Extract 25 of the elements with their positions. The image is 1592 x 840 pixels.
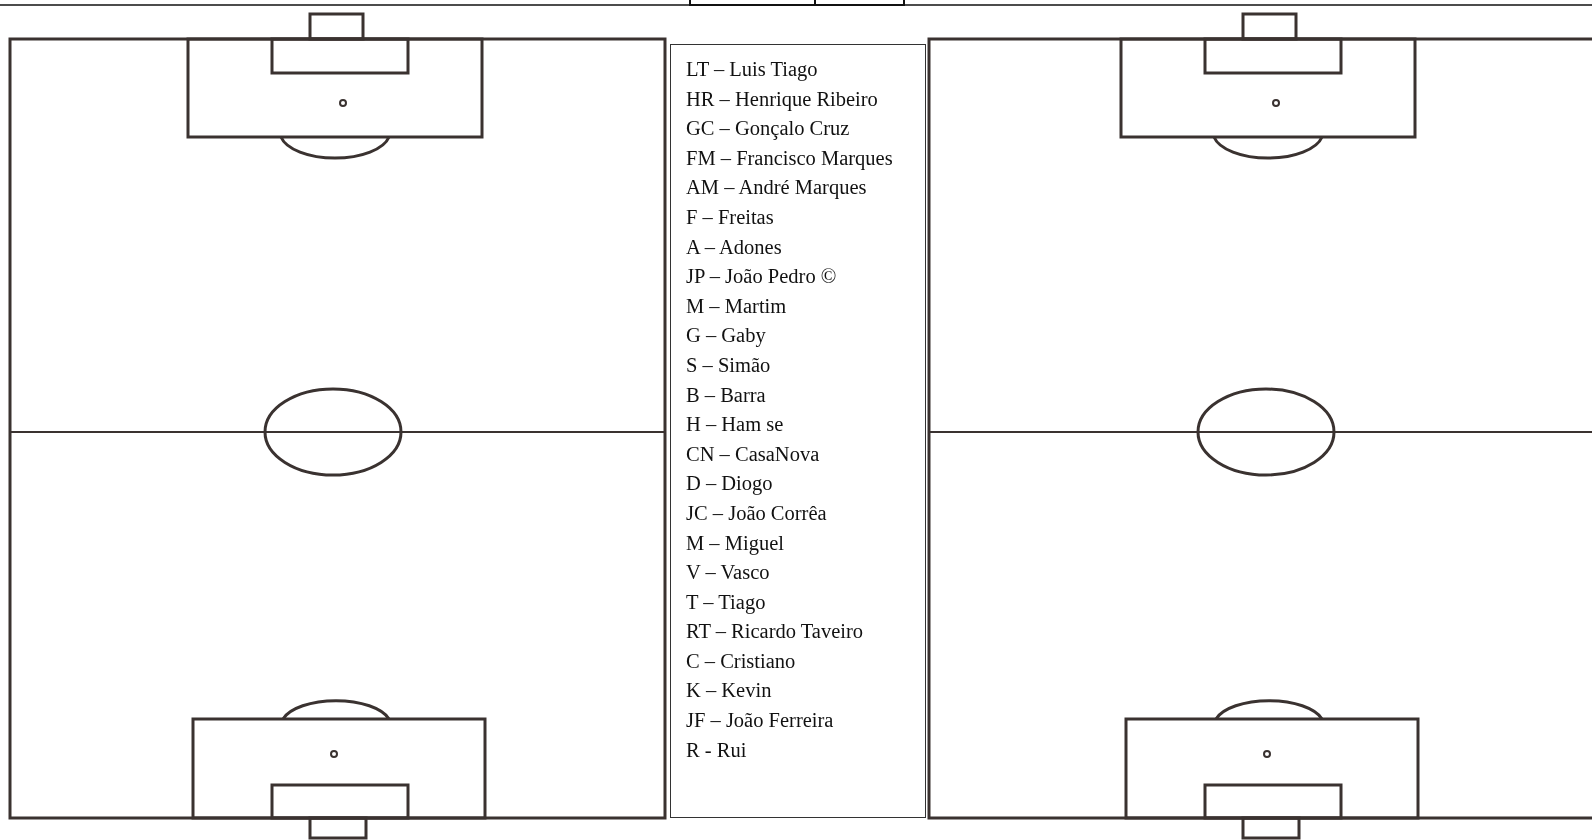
player-key-entry: T – Tiago	[686, 589, 767, 616]
player-key-entry: CN – CasaNova	[686, 441, 821, 467]
player-key-entry: D – Diogo	[686, 471, 774, 497]
player-key-entry: RT – Ricardo Taveiro	[686, 619, 865, 645]
player-key-entry: AM – André Marques	[686, 175, 868, 201]
player-key-entry: JC – João Corrêa	[686, 500, 828, 526]
player-key-entry: JP – João Pedro ©	[686, 264, 838, 290]
player-key-entry: V – Vasco	[686, 560, 771, 586]
player-key-entry: GC – Gonçalo Cruz	[686, 116, 851, 142]
player-key-entry: JF – João Ferreira	[686, 708, 835, 734]
player-key-entry: G – Gaby	[686, 323, 767, 349]
player-key-entry: C – Cristiano	[686, 648, 797, 674]
player-key-entry: M – Martim	[686, 293, 788, 319]
player-key-entry: F – Freitas	[686, 204, 775, 230]
player-key-entry: A – Adones	[686, 234, 783, 260]
player-key-entry: B – Barra	[686, 382, 767, 408]
player-key-entry: FM – Francisco Marques	[686, 145, 894, 172]
player-key-entry: M – Miguel	[686, 530, 785, 557]
player-key-entry: K – Kevin	[686, 678, 773, 704]
player-key-entry: HR – Henrique Ribeiro	[686, 86, 879, 113]
player-key-entry: S – Simão	[686, 352, 772, 378]
player-key-entry: LT – Luis Tiago	[686, 57, 819, 83]
key-box	[670, 44, 926, 818]
player-key-entry: R - Rui	[686, 737, 748, 763]
player-key-entry: H – Ham se	[686, 412, 785, 438]
